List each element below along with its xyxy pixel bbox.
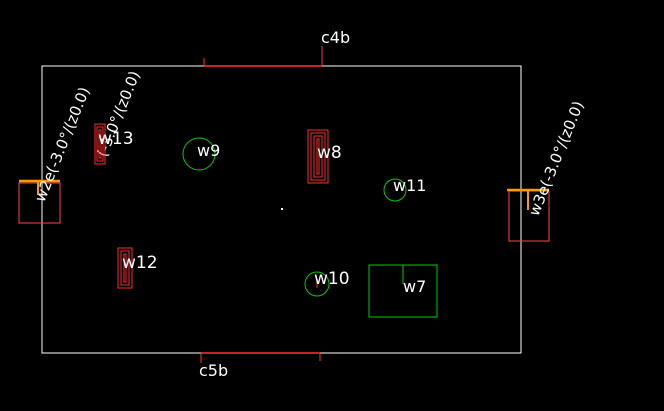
top-edge-marker[interactable] [203, 46, 323, 67]
top-edge-label: c4b [321, 28, 350, 47]
w11-label: w11 [393, 176, 426, 195]
left-side-element[interactable] [18, 179, 61, 224]
w12-label: w12 [122, 253, 158, 273]
bottom-edge-label: c5b [199, 361, 228, 380]
right-side-element[interactable] [507, 188, 550, 242]
w9-element[interactable] [182, 137, 216, 171]
bottom-edge-marker[interactable] [200, 352, 321, 363]
w12-element[interactable] [117, 247, 133, 289]
w8-element[interactable] [307, 129, 329, 184]
w10-label: w10 [314, 269, 350, 289]
w8-label: w8 [317, 143, 342, 163]
w7-label: w7 [403, 277, 426, 296]
w11-element[interactable] [383, 178, 407, 202]
w10-element[interactable] [304, 271, 330, 297]
w13-label: w13 [98, 129, 134, 149]
w9-label: w9 [197, 141, 220, 160]
center-point [281, 208, 283, 210]
w13-element[interactable] [94, 123, 106, 165]
